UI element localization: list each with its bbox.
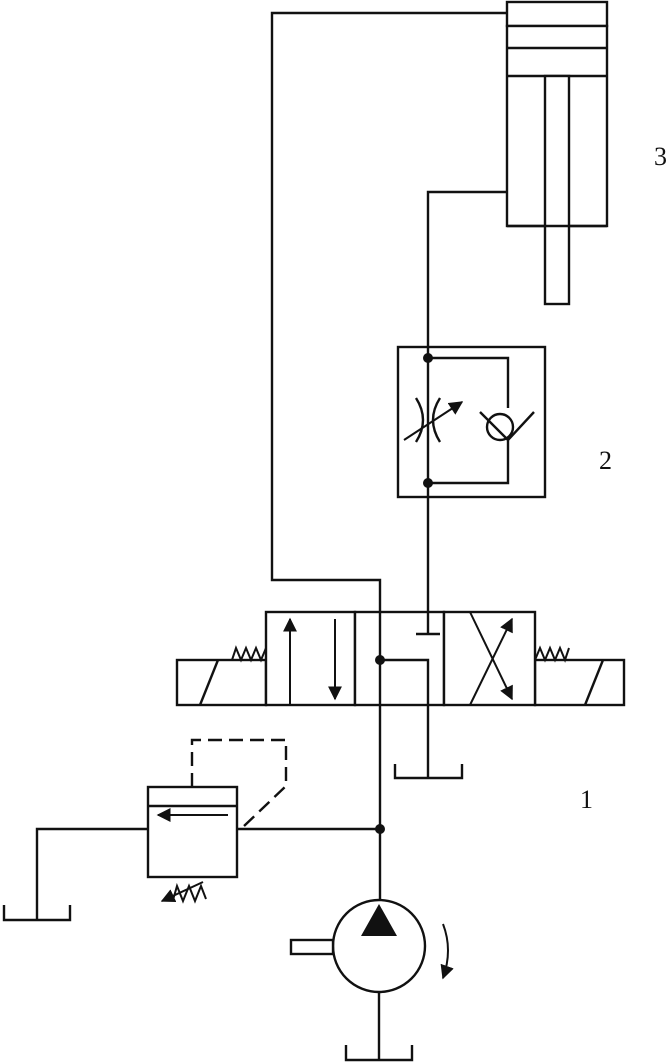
line-cylinder-cap-end bbox=[270, 11, 507, 612]
solenoid-left bbox=[175, 658, 268, 707]
throttle-arc-left bbox=[414, 397, 425, 443]
cylinder-rod bbox=[543, 74, 571, 306]
throttle-adjust-arrow-icon bbox=[403, 401, 464, 441]
line-cylinder-rod-end bbox=[426, 190, 507, 348]
check-valve-seat bbox=[479, 411, 535, 442]
hydraulic-pump bbox=[289, 898, 454, 994]
spring-right-icon bbox=[534, 645, 570, 663]
relief-spring-icon bbox=[172, 882, 207, 904]
label-pump-unit: 1 bbox=[580, 785, 593, 814]
valve-position-left bbox=[264, 610, 357, 707]
pump-direction-icon bbox=[361, 904, 397, 936]
cross-arrow-down-icon bbox=[469, 611, 513, 701]
pilot-line-dashed bbox=[190, 738, 288, 828]
valve-position-right bbox=[442, 610, 537, 707]
rotation-arrow-icon bbox=[440, 923, 454, 980]
cylinder-end-cap bbox=[505, 0, 609, 28]
junction-dot bbox=[375, 655, 385, 665]
relief-valve-body bbox=[146, 785, 239, 879]
relief-valve bbox=[146, 738, 288, 904]
spring-left-icon bbox=[231, 645, 267, 663]
label-valve-2: 2 bbox=[599, 446, 612, 475]
solenoid-left-diagonal bbox=[198, 659, 220, 706]
junction-dot bbox=[423, 478, 433, 488]
tank-symbol-icon bbox=[344, 1045, 414, 1062]
center-passage-to-tank bbox=[380, 658, 430, 705]
cross-arrow-up-icon bbox=[469, 617, 513, 706]
directional-control-valve bbox=[175, 610, 626, 707]
junction-dot bbox=[423, 353, 433, 363]
relief-adjust-arrow-icon bbox=[160, 881, 204, 903]
check-bypass-bottom bbox=[428, 440, 510, 485]
line-relief-to-tank bbox=[35, 827, 148, 920]
valve-position-center bbox=[353, 610, 446, 707]
throttle-valve-housing bbox=[396, 345, 547, 499]
tank-symbol-icon bbox=[393, 764, 464, 780]
solenoid-right-diagonal bbox=[583, 659, 605, 706]
solenoid-right bbox=[533, 658, 626, 707]
check-valve-ball bbox=[485, 412, 515, 442]
label-cylinder: 3 bbox=[654, 142, 667, 171]
pump-shaft bbox=[289, 938, 335, 956]
hydraulic-cylinder bbox=[505, 0, 609, 306]
check-bypass-top bbox=[428, 356, 510, 408]
one-way-throttle-valve bbox=[396, 345, 547, 612]
tank-symbol-icon bbox=[2, 905, 72, 922]
